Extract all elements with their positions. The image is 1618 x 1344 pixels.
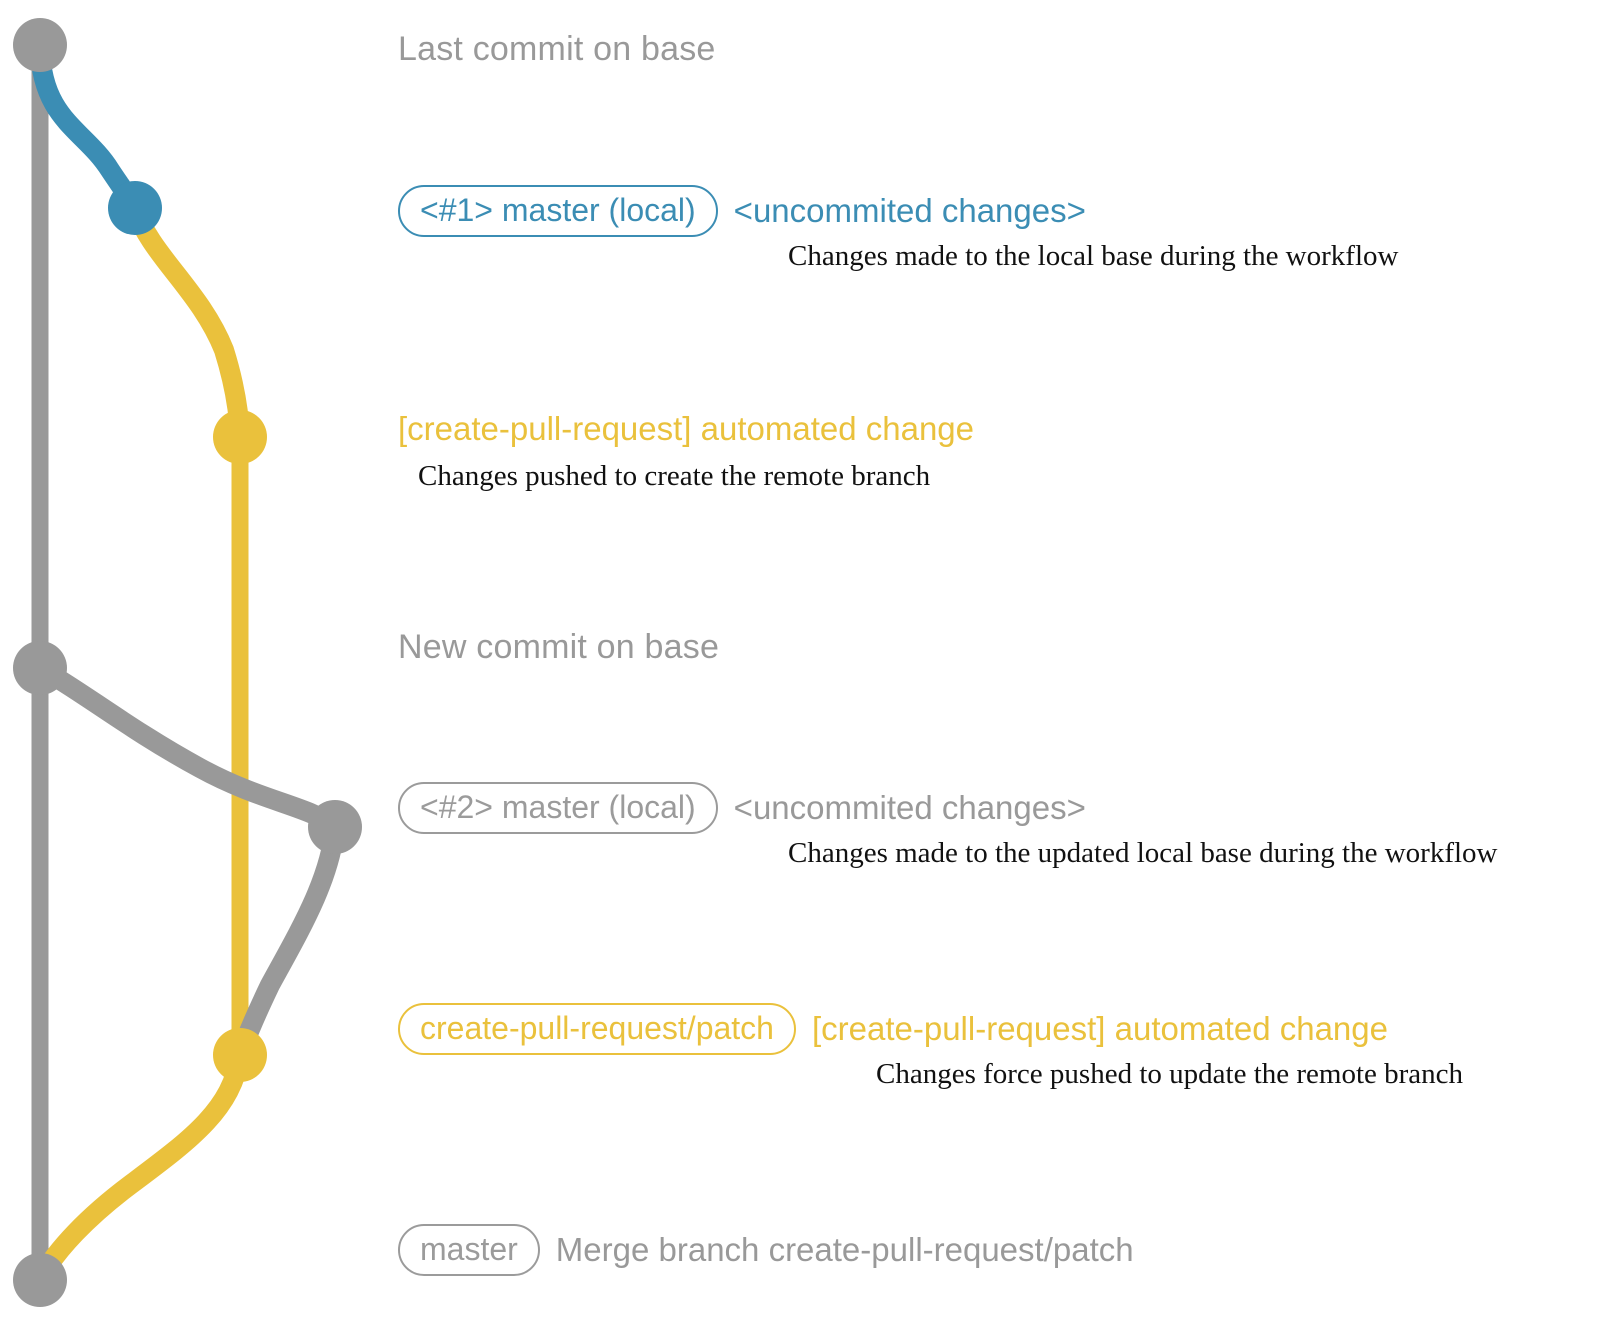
branch-badge-master-local-1[interactable]: <#1> master (local) — [398, 185, 718, 237]
commit-note-automated-2: Changes force pushed to update the remot… — [876, 1058, 1464, 1090]
edge-patch-2-to-merge — [30, 1045, 250, 1290]
commit-node-last-base[interactable] — [13, 18, 67, 72]
commit-subject-local-2: <uncommited changes> — [733, 789, 1086, 826]
edge-local-2-to-patch-2 — [230, 817, 345, 1065]
commit-note-local-2: Changes made to the updated local base d… — [788, 837, 1498, 869]
commit-graph-svg — [13, 18, 362, 1307]
commit-row-new-base: New commit on base — [398, 628, 719, 667]
commit-note-automated-1: Changes pushed to create the remote bran… — [418, 460, 931, 492]
commit-node-local-1[interactable] — [108, 181, 162, 235]
commit-node-automated-1[interactable] — [213, 410, 267, 464]
commit-row-local-1: <#1> master (local) <uncommited changes> — [398, 185, 1086, 237]
commit-subject-automated-2: [create-pull-request] automated change — [811, 1010, 1388, 1047]
commit-subject-local-1: <uncommited changes> — [733, 192, 1086, 229]
commit-subject-new-base: New commit on base — [398, 628, 720, 666]
edge-base-to-local-2 — [30, 658, 345, 837]
commit-row-automated-1: [create-pull-request] automated change — [398, 410, 974, 448]
commit-subject-merge: Merge branch create-pull-request/patch — [555, 1231, 1134, 1268]
commit-row-automated-2: create-pull-request/patch [create-pull-r… — [398, 1003, 1388, 1055]
commit-node-new-base[interactable] — [13, 641, 67, 695]
commit-node-local-2[interactable] — [308, 800, 362, 854]
branch-badge-create-pull-request-patch[interactable]: create-pull-request/patch — [398, 1003, 796, 1055]
commit-node-automated-2[interactable] — [213, 1028, 267, 1082]
commit-node-merge[interactable] — [13, 1253, 67, 1307]
commit-subject-last-base: Last commit on base — [398, 30, 716, 68]
branch-badge-master-local-2[interactable]: <#2> master (local) — [398, 782, 718, 834]
edge-base-to-local-1 — [30, 38, 145, 218]
commit-row-merge: master Merge branch create-pull-request/… — [398, 1224, 1134, 1276]
branch-badge-master[interactable]: master — [398, 1224, 540, 1276]
commit-subject-automated-1: [create-pull-request] automated change — [398, 410, 975, 447]
commit-note-local-1: Changes made to the local base during th… — [788, 240, 1399, 272]
edge-local-1-to-patch-1 — [125, 198, 250, 447]
commit-row-last-base: Last commit on base — [398, 30, 716, 69]
commit-row-local-2: <#2> master (local) <uncommited changes> — [398, 782, 1086, 834]
